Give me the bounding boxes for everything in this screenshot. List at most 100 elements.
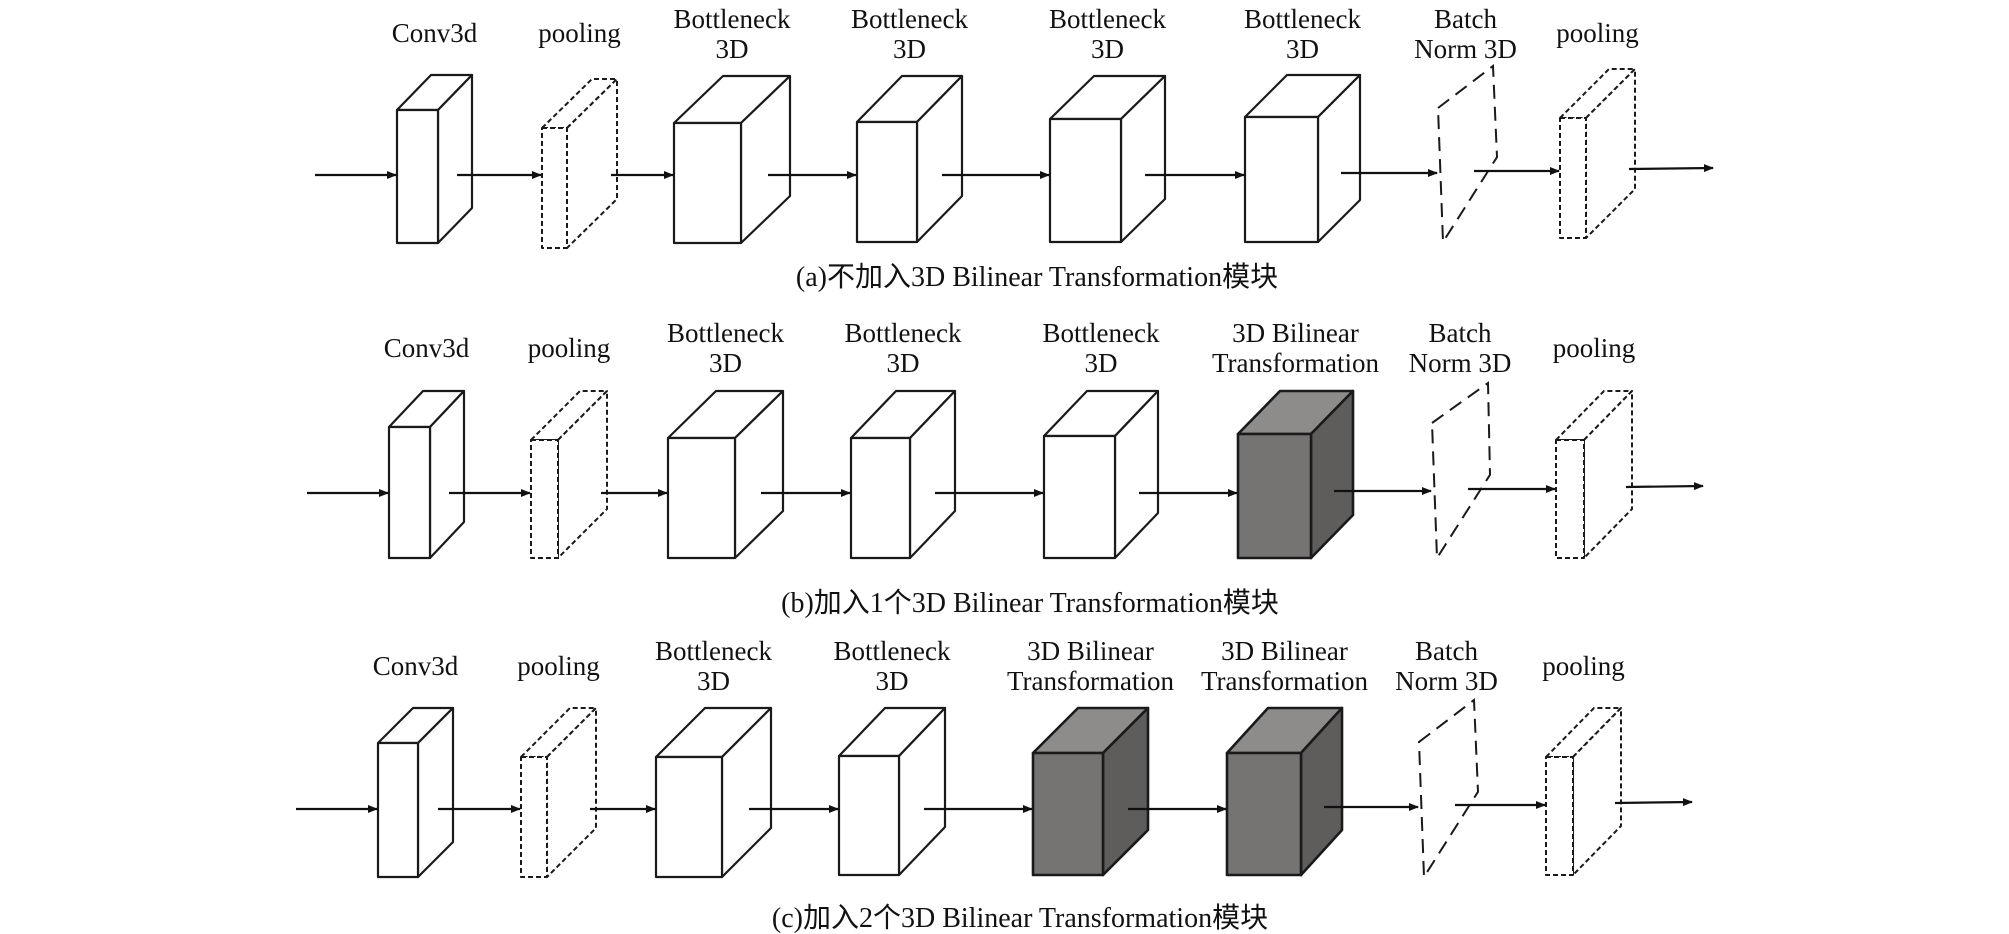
block-conv-front-face	[395, 108, 440, 245]
block-conv: Conv3d	[373, 651, 459, 879]
caption-a: (a)不加入3D Bilinear Transformation模块	[796, 261, 1278, 293]
block-pool-top-face	[1559, 68, 1636, 119]
block-pool-side-face	[1572, 707, 1622, 876]
block-pool-side-face	[557, 390, 608, 559]
block-bottleneck-label-line: Bottleneck	[1049, 4, 1166, 34]
block-batchnorm-label-line: Norm 3D	[1395, 666, 1498, 696]
block-pool-label: pooling	[528, 333, 611, 363]
block-pool-front-face	[1555, 439, 1585, 559]
block-bottleneck-label-line: 3D	[1085, 348, 1118, 378]
block-pool-front-face	[1559, 117, 1587, 239]
block-conv-front-face	[387, 425, 432, 560]
block-pool: pooling	[1553, 333, 1636, 559]
block-bottleneck-label-line: Bottleneck	[1244, 4, 1361, 34]
block-bilinear-label-line: Transformation	[1007, 666, 1174, 696]
block-pool-top-face	[520, 707, 597, 758]
block-bottleneck-front-face	[849, 436, 912, 560]
block-conv: Conv3d	[392, 18, 478, 245]
block-conv: Conv3d	[384, 333, 470, 560]
block-pool-top-face	[1545, 707, 1622, 758]
block-conv-front-face	[376, 741, 420, 879]
caption-c: (c)加入2个3D Bilinear Transformation模块	[772, 902, 1268, 934]
block-bilinear-label-line: 3D Bilinear	[1221, 636, 1348, 666]
block-pool: pooling	[517, 651, 600, 878]
block-bottleneck-label-line: Bottleneck	[845, 318, 962, 348]
block-batchnorm-plane	[1417, 698, 1480, 881]
block-pool-label: pooling	[1553, 333, 1636, 363]
block-bottleneck-front-face	[666, 436, 737, 560]
block-batchnorm-label-line: Batch	[1429, 318, 1492, 348]
block-pool: pooling	[528, 333, 611, 559]
output-arrow	[1625, 482, 1704, 491]
block-bottleneck-front-face	[654, 755, 724, 879]
block-pool-front-face	[541, 127, 568, 249]
block-bottleneck-label-line: 3D	[1286, 34, 1319, 64]
block-pool-label: pooling	[1556, 18, 1639, 48]
block-bottleneck-front-face	[1243, 115, 1320, 244]
block-bottleneck-label-line: Bottleneck	[1043, 318, 1160, 348]
block-pool-label: pooling	[538, 18, 621, 48]
caption-b: (b)加入1个3D Bilinear Transformation模块	[781, 587, 1279, 619]
block-pool-label: pooling	[517, 651, 600, 681]
block-bottleneck-label-line: 3D	[876, 666, 909, 696]
block-bottleneck-label-line: Bottleneck	[667, 318, 784, 348]
block-bilinear-front-face	[1236, 432, 1313, 560]
output-arrow	[1628, 164, 1714, 173]
block-batchnorm-plane	[1436, 64, 1499, 246]
block-bottleneck-front-face	[837, 754, 901, 877]
block-bilinear-label-line: 3D Bilinear	[1232, 318, 1359, 348]
block-pool-top-face	[541, 78, 618, 129]
block-bottleneck-label-line: Bottleneck	[834, 636, 951, 666]
block-pool-label: pooling	[1542, 651, 1625, 681]
block-pool-front-face	[530, 439, 559, 559]
block-bottleneck-label-line: 3D	[697, 666, 730, 696]
block-bottleneck-front-face	[1048, 117, 1123, 244]
block-bottleneck-front-face	[855, 120, 919, 244]
block-bilinear-label-line: Transformation	[1201, 666, 1368, 696]
block-bottleneck-label-line: Bottleneck	[851, 4, 968, 34]
block-pool: pooling	[1556, 18, 1639, 239]
block-conv-label: Conv3d	[373, 651, 459, 681]
block-bottleneck-label-line: 3D	[1091, 34, 1124, 64]
block-batchnorm-label-line: Batch	[1415, 636, 1478, 666]
block-conv-label: Conv3d	[392, 18, 478, 48]
block-pool: pooling	[1542, 651, 1625, 876]
block-bottleneck-front-face	[1042, 434, 1117, 560]
block-bottleneck-label-line: 3D	[893, 34, 926, 64]
block-batchnorm-label-line: Batch	[1434, 4, 1497, 34]
block-batchnorm-label-line: Norm 3D	[1414, 34, 1517, 64]
block-bottleneck-label-line: 3D	[709, 348, 742, 378]
block-batchnorm-plane	[1430, 381, 1492, 562]
output-arrow	[1614, 798, 1693, 807]
block-bilinear-label-line: 3D Bilinear	[1027, 636, 1154, 666]
block-bilinear-front-face	[1225, 751, 1303, 877]
block-pool-front-face	[520, 756, 548, 878]
block-bilinear-front-face	[1031, 751, 1105, 877]
block-bottleneck-label-line: 3D	[716, 34, 749, 64]
block-bilinear-label-line: Transformation	[1212, 348, 1379, 378]
block-pool-side-face	[1583, 390, 1633, 559]
block-bottleneck-label-line: Bottleneck	[655, 636, 772, 666]
block-bottleneck-label-line: Bottleneck	[674, 4, 791, 34]
block-bottleneck-label-line: 3D	[887, 348, 920, 378]
block-bottleneck-front-face	[672, 121, 743, 245]
